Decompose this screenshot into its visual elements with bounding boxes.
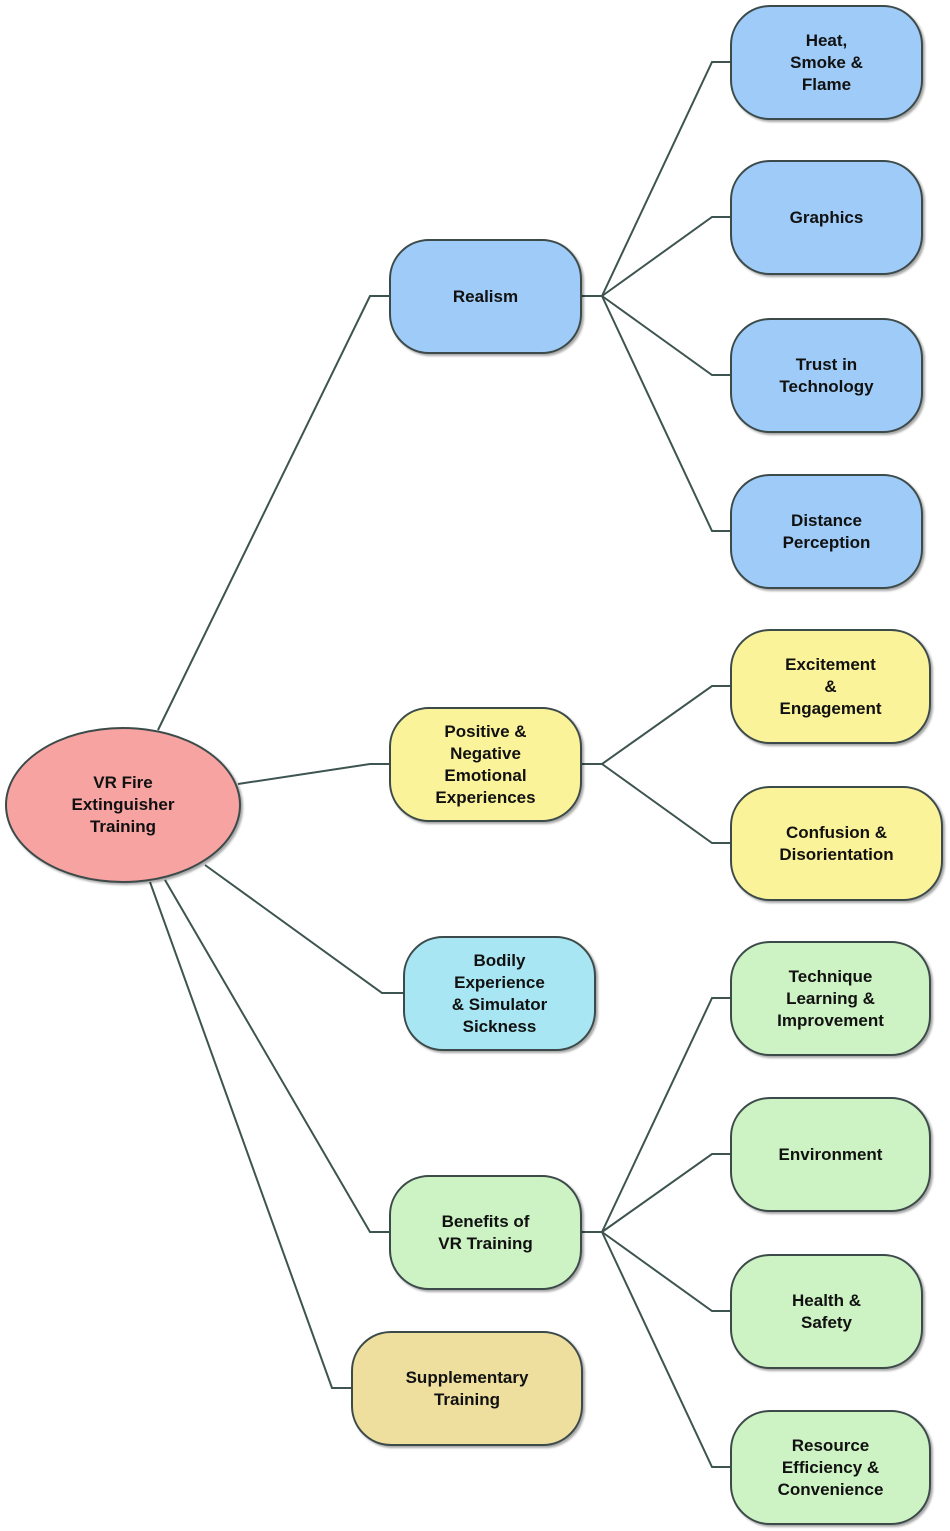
- leaf-node-distance-perception: Distance Perception: [730, 474, 923, 589]
- leaf-node-label: Confusion & Disorientation: [779, 822, 894, 864]
- leaf-node-label: Excitement & Engagement: [779, 654, 882, 718]
- connector-root-benefits: [164, 879, 390, 1233]
- root-node-label: VR Fire Extinguisher Training: [71, 773, 175, 836]
- connector-root-bodily: [204, 864, 404, 994]
- root-node-vr-fire-extinguisher-training: VR Fire Extinguisher Training: [5, 727, 241, 883]
- branch-node-label: Positive & Negative Emotional Experience…: [435, 721, 536, 807]
- leaf-node-resource-efficiency: Resource Efficiency & Convenience: [730, 1410, 931, 1525]
- branch-node-label: Supplementary Training: [405, 1367, 529, 1409]
- leaf-node-graphics: Graphics: [730, 160, 923, 275]
- branch-node-label: Benefits of VR Training: [438, 1211, 533, 1253]
- leaf-node-environment: Environment: [730, 1097, 931, 1212]
- leaf-node-trust-in-technology: Trust in Technology: [730, 318, 923, 433]
- leaf-node-technique-learning: Technique Learning & Improvement: [730, 941, 931, 1056]
- leaf-node-label: Heat, Smoke & Flame: [790, 30, 863, 94]
- connector-benefits-health: [601, 1231, 732, 1312]
- branch-node-label: Realism: [452, 286, 519, 306]
- leaf-node-label: Technique Learning & Improvement: [777, 966, 884, 1030]
- connector-benefits-technique: [580, 997, 732, 1233]
- connector-benefits-environment: [601, 1153, 732, 1233]
- leaf-node-label: Resource Efficiency & Convenience: [777, 1435, 884, 1499]
- connector-root-emotional: [237, 763, 390, 785]
- branch-node-realism: Realism: [389, 239, 582, 354]
- branch-node-supplementary-training: Supplementary Training: [351, 1331, 583, 1446]
- leaf-node-excitement-engagement: Excitement & Engagement: [730, 629, 931, 744]
- leaf-node-label: Health & Safety: [792, 1290, 861, 1332]
- connector-root-supplementary: [149, 881, 352, 1389]
- leaf-node-label: Graphics: [789, 207, 864, 227]
- connector-realism-distance: [601, 295, 732, 532]
- connector-root-realism: [157, 295, 390, 731]
- leaf-node-label: Environment: [778, 1144, 883, 1164]
- leaf-node-health-safety: Health & Safety: [730, 1254, 923, 1369]
- connector-realism-graphics: [601, 216, 732, 297]
- leaf-node-confusion-disorientation: Confusion & Disorientation: [730, 786, 943, 901]
- leaf-node-label: Distance Perception: [782, 510, 871, 552]
- branch-node-benefits-of-vr-training: Benefits of VR Training: [389, 1175, 582, 1290]
- connector-emotional-confusion: [601, 763, 732, 844]
- connector-emotional-excitement: [580, 685, 732, 765]
- connector-realism-trust: [601, 295, 732, 376]
- branch-node-label: Bodily Experience & Simulator Sickness: [451, 950, 548, 1036]
- branch-node-bodily-experience: Bodily Experience & Simulator Sickness: [403, 936, 596, 1051]
- connector-benefits-resource: [601, 1231, 732, 1468]
- connector-realism-heat: [580, 61, 732, 297]
- leaf-node-label: Trust in Technology: [779, 354, 874, 396]
- branch-node-emotional-experiences: Positive & Negative Emotional Experience…: [389, 707, 582, 822]
- leaf-node-heat-smoke-flame: Heat, Smoke & Flame: [730, 5, 923, 120]
